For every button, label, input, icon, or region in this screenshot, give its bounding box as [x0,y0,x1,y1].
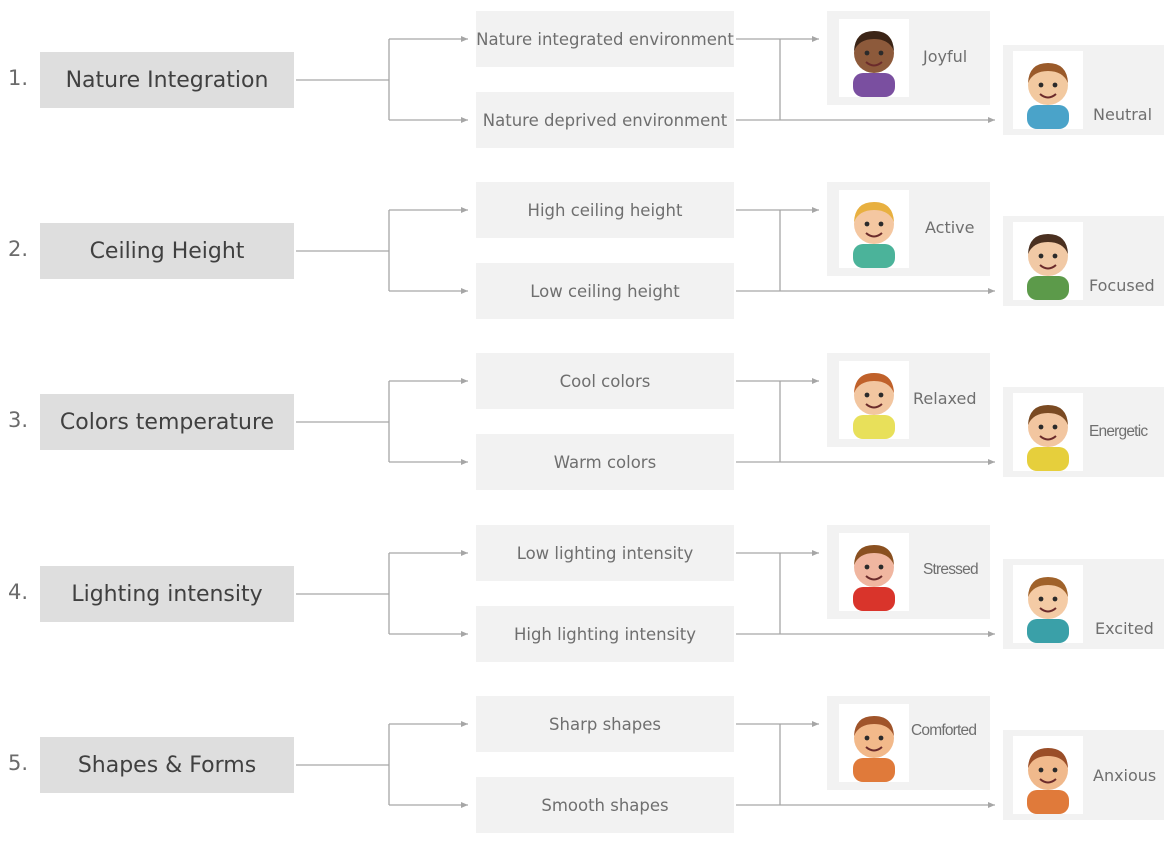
factor-box: Colors temperature [40,394,294,450]
emotion-card: Relaxed [827,353,990,447]
excited-child-icon [1027,577,1069,643]
factor-box: Lighting intensity [40,566,294,622]
condition-box: Warm colors [476,434,734,490]
emotion-card: Excited [1003,559,1164,649]
emotion-card: Joyful [827,11,990,105]
emotion-image [1013,736,1083,814]
focused-child-icon [1027,234,1069,300]
row-number: 1. [8,66,29,90]
emotion-image [839,190,909,268]
emotion-label: Joyful [923,47,968,66]
factor-row: 1. Nature Integration Nature integrated … [0,11,1171,161]
emotion-label: Stressed [923,561,979,578]
emotion-image [1013,222,1083,300]
emotion-label: Excited [1095,619,1154,638]
emotion-image [1013,51,1083,129]
condition-box: Cool colors [476,353,734,409]
factor-box: Ceiling Height [40,223,294,279]
emotion-card: Comforted [827,696,990,790]
joyful-child-icon [853,31,895,97]
condition-box: Low lighting intensity [476,525,734,581]
emotion-label: Energetic [1089,423,1148,440]
emotion-card: Anxious [1003,730,1164,820]
anxious-child-icon [1027,748,1069,814]
factor-row: 4. Lighting intensity Low lighting inten… [0,525,1171,675]
emotion-image [839,704,909,782]
factor-row: 5. Shapes & Forms Sharp shapes Smooth sh… [0,696,1171,846]
comforted-child-icon [853,716,895,782]
emotion-image [839,533,909,611]
relaxed-child-icon [853,373,895,439]
emotion-label: Focused [1089,276,1155,295]
row-number: 4. [8,580,29,604]
condition-box: High ceiling height [476,182,734,238]
factor-box: Nature Integration [40,52,294,108]
condition-box: Sharp shapes [476,696,734,752]
row-number: 5. [8,751,29,775]
condition-box: Smooth shapes [476,777,734,833]
emotion-card: Stressed [827,525,990,619]
condition-box: Nature deprived environment [476,92,734,148]
factor-row: 3. Colors temperature Cool colors Warm c… [0,353,1171,503]
emotion-label: Active [925,218,975,237]
emotion-card: Focused [1003,216,1164,306]
emotion-image [839,19,909,97]
factor-box: Shapes & Forms [40,737,294,793]
condition-box: Low ceiling height [476,263,734,319]
stressed-child-icon [853,545,895,611]
factor-row: 2. Ceiling Height High ceiling height Lo… [0,182,1171,332]
condition-box: Nature integrated environment [476,11,734,67]
active-child-icon [853,202,895,268]
emotion-image [839,361,909,439]
row-number: 2. [8,237,29,261]
emotion-image [1013,565,1083,643]
neutral-child-icon [1027,63,1069,129]
emotion-card: Active [827,182,990,276]
emotion-label: Comforted [911,722,977,739]
emotion-label: Anxious [1093,766,1157,785]
energetic-child-icon [1027,405,1069,471]
emotion-card: Neutral [1003,45,1164,135]
emotion-image [1013,393,1083,471]
emotion-card: Energetic [1003,387,1164,477]
condition-box: High lighting intensity [476,606,734,662]
row-number: 3. [8,408,29,432]
emotion-label: Relaxed [913,389,977,408]
emotion-label: Neutral [1093,105,1153,124]
